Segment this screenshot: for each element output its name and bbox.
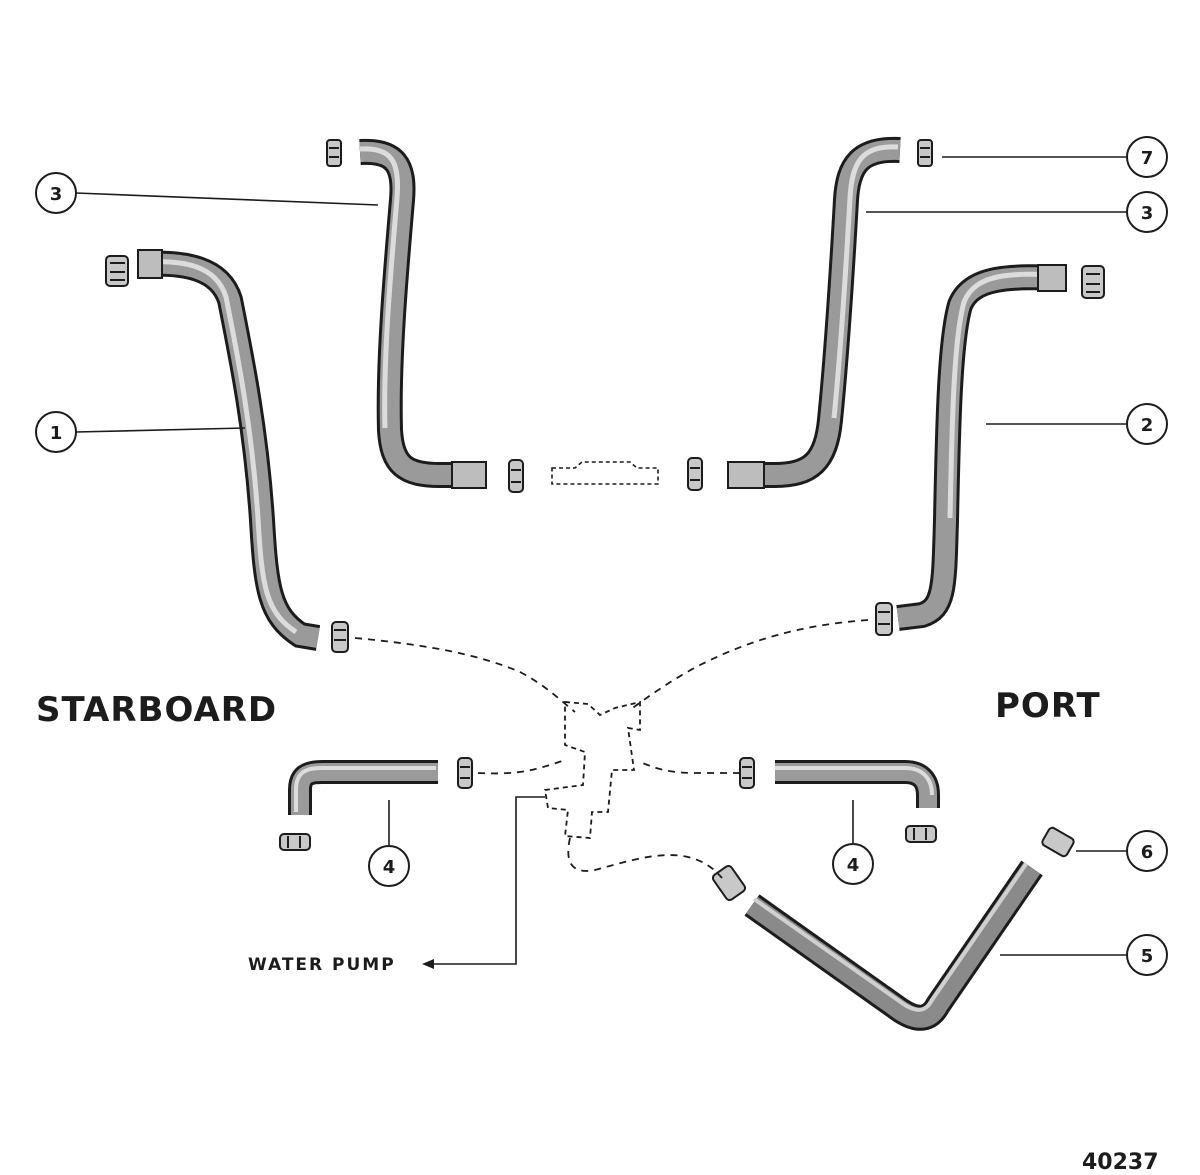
figure-number: 40237 <box>1082 1150 1159 1175</box>
clamp-hose-4-right-top <box>739 757 755 789</box>
clamp-hose-5-right <box>1041 826 1075 858</box>
callout-5: 5 <box>1126 934 1168 976</box>
callout-1: 1 <box>35 411 77 453</box>
starboard-label: STARBOARD <box>36 690 278 730</box>
hose-4-right <box>775 760 940 808</box>
callout-4-right: 4 <box>832 843 874 885</box>
callout-4-left-text: 4 <box>383 857 396 878</box>
clamp-hose-1-bottom <box>331 621 349 653</box>
callout-4-right-text: 4 <box>847 855 860 876</box>
callout-4-left: 4 <box>368 845 410 887</box>
callout-7-text: 7 <box>1141 148 1154 169</box>
callout-3-right: 3 <box>1126 191 1168 233</box>
leader-lines <box>75 156 1127 965</box>
callout-bubbles: 3 1 7 3 2 4 4 6 5 <box>35 136 1168 976</box>
clamp-hose-1-top <box>105 255 129 287</box>
hose-1-starboard <box>137 249 321 651</box>
hose-3-right <box>727 136 901 489</box>
hose-2-port <box>896 264 1067 631</box>
clamp-hose-4-right-bottom <box>905 825 937 843</box>
clamp-hose-5-left <box>711 864 747 902</box>
clamp-hose-2-top <box>1081 265 1105 299</box>
callout-7: 7 <box>1126 136 1168 178</box>
clamps <box>105 139 1105 902</box>
clamp-hose-2-bottom <box>875 602 893 636</box>
clamp-hose-3-right-bottom <box>687 457 703 491</box>
callout-2-text: 2 <box>1141 415 1154 436</box>
callout-5-text: 5 <box>1141 946 1154 967</box>
water-pump-arrowhead <box>422 959 434 969</box>
callout-6: 6 <box>1126 830 1168 872</box>
hose-3-left <box>359 138 487 489</box>
callout-2: 2 <box>1126 403 1168 445</box>
callout-3-right-text: 3 <box>1141 203 1154 224</box>
clamp-hose-3-left-top <box>326 139 342 167</box>
hose-5 <box>744 860 1043 1031</box>
water-pump-phantom <box>543 700 641 839</box>
callout-6-text: 6 <box>1141 842 1154 863</box>
callout-3-left: 3 <box>35 172 77 214</box>
phantom-connector-top <box>551 461 659 485</box>
clamp-hose-4-left-top <box>457 757 473 789</box>
clamp-hose-3-right-top <box>917 139 933 167</box>
hose-4-left <box>288 760 438 815</box>
clamp-hose-3-left-bottom <box>508 459 524 493</box>
port-label: PORT <box>995 686 1101 726</box>
water-pump-label: WATER PUMP <box>248 955 396 975</box>
callout-1-text: 1 <box>50 423 63 444</box>
callout-3-left-text: 3 <box>50 184 63 205</box>
clamp-hose-4-left-bottom <box>279 833 311 851</box>
phantom-hose-paths <box>354 619 869 879</box>
